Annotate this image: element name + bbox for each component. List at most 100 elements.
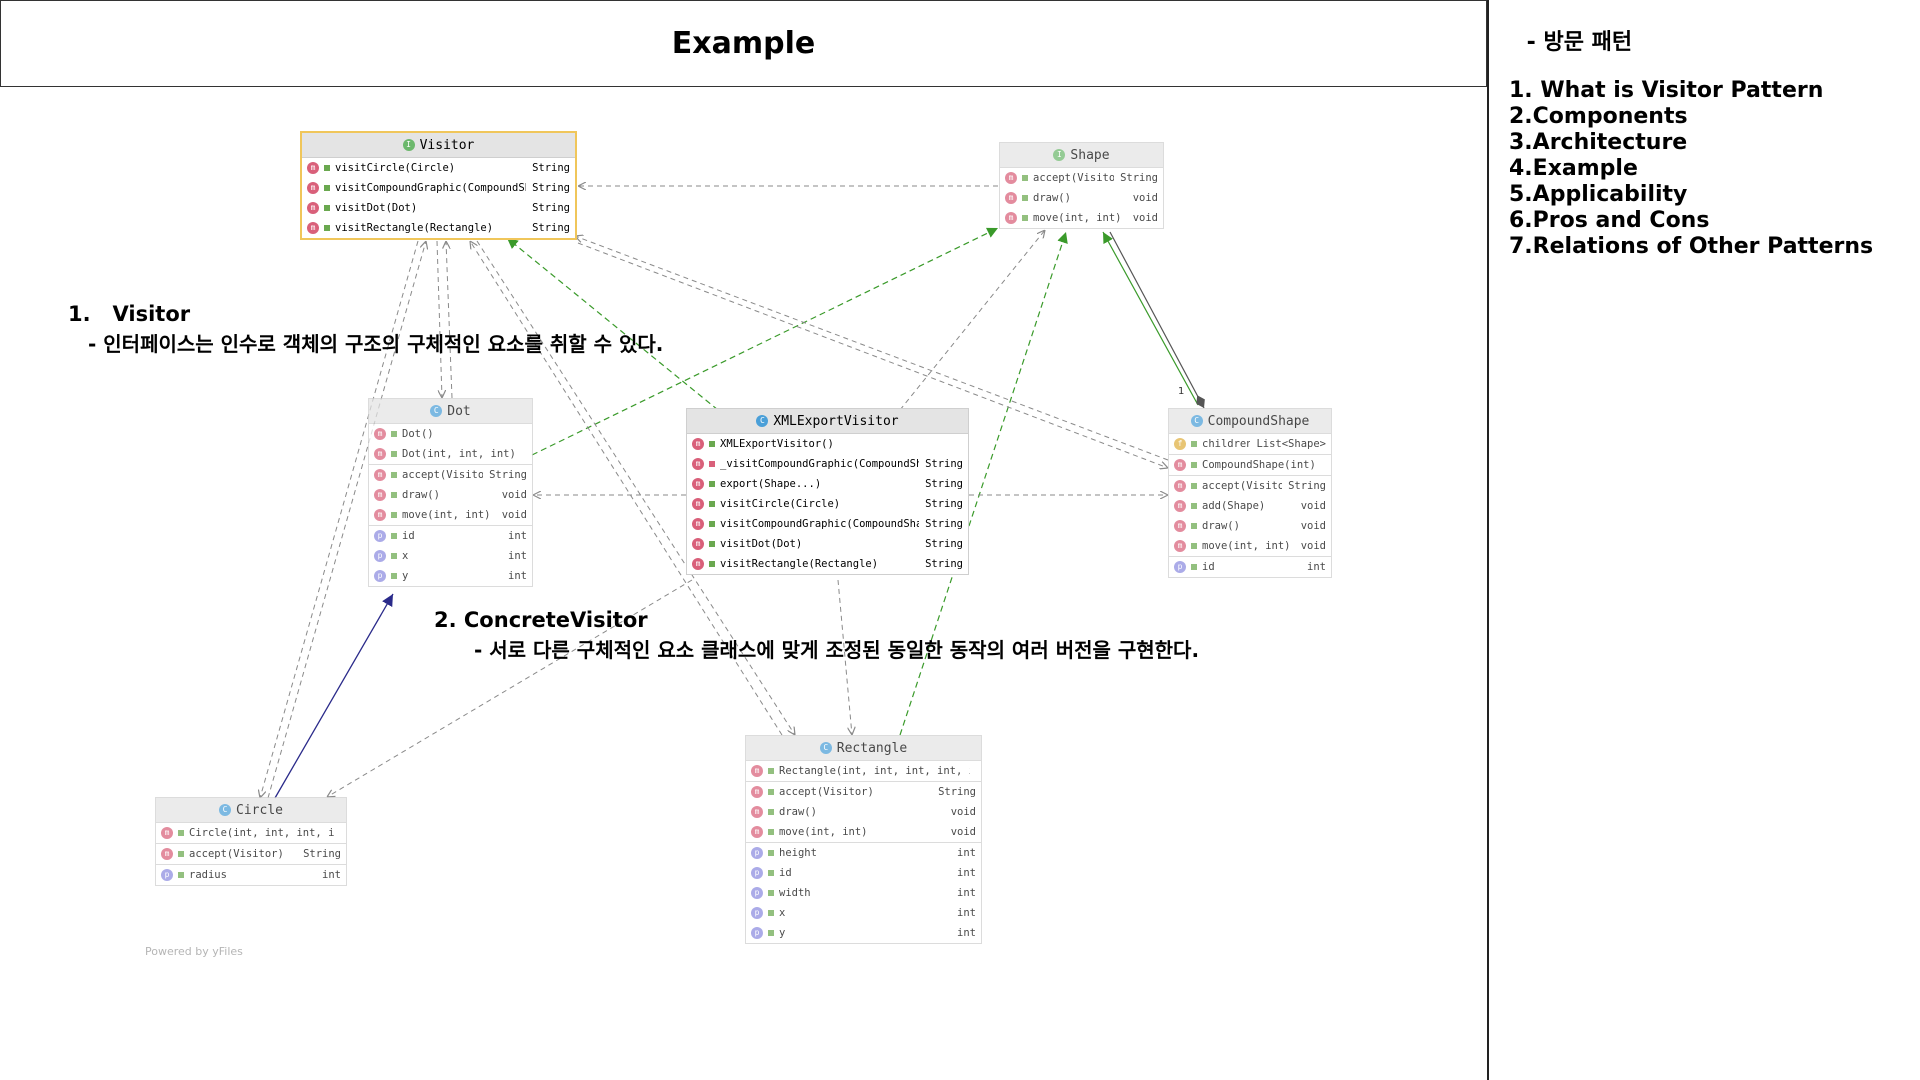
aggregation-line-compound-shape — [1109, 231, 1205, 409]
method-icon: m — [1005, 212, 1017, 224]
public-icon — [768, 910, 774, 916]
public-icon — [768, 930, 774, 936]
side-heading: - 방문 패턴 — [1519, 30, 1633, 55]
property-icon: p — [751, 867, 763, 879]
note-concrete-desc: - 서로 다른 구체적인 요소 클래스에 맞게 조정된 동일한 동작의 여러 버… — [474, 638, 1200, 662]
member-row: m_visitCompoundGraphic(CompoundShape)Str… — [687, 454, 968, 474]
realization-line-compound-shape — [1102, 231, 1199, 406]
class-icon: C — [430, 405, 443, 417]
class-icon: C — [819, 742, 832, 754]
public-icon — [324, 205, 330, 211]
watermark: Powered by yFiles — [145, 945, 243, 958]
method-icon: m — [751, 786, 763, 798]
public-icon — [709, 441, 715, 447]
side-panel: - 방문 패턴 1. What is Visitor Pattern 2.Com… — [1487, 0, 1920, 1080]
public-icon — [391, 573, 397, 579]
dependency-line-visitor-rectangle — [476, 240, 795, 735]
method-icon: m — [374, 489, 386, 501]
public-icon — [709, 561, 715, 567]
public-icon — [1191, 523, 1197, 529]
dependency-line-circle-visitor — [267, 241, 426, 799]
method-icon: m — [751, 806, 763, 818]
public-icon — [178, 830, 184, 836]
public-icon — [1022, 195, 1028, 201]
class-name: Circle — [236, 802, 283, 818]
method-icon: m — [307, 162, 319, 174]
public-icon — [391, 451, 397, 457]
public-icon — [709, 481, 715, 487]
dependency-line-xml-circle — [327, 579, 693, 797]
public-icon — [1191, 483, 1197, 489]
property-icon: p — [751, 847, 763, 859]
member-row: mvisitCompoundGraphic(CompoundShape)Stri… — [302, 178, 575, 198]
property-icon: p — [161, 869, 173, 881]
method-icon: m — [307, 202, 319, 214]
method-icon: m — [1005, 192, 1017, 204]
public-icon — [768, 829, 774, 835]
method-icon: m — [692, 518, 704, 530]
method-icon: m — [751, 765, 763, 777]
class-icon: C — [1190, 415, 1203, 427]
dependency-line-xml-rectangle — [837, 579, 852, 735]
dependency-line-visitor-circle — [260, 240, 419, 798]
class-name: Shape — [1070, 147, 1110, 163]
public-icon — [391, 512, 397, 518]
method-icon: m — [374, 428, 386, 440]
public-icon — [709, 521, 715, 527]
public-icon — [1191, 503, 1197, 509]
class-name: Rectangle — [836, 740, 908, 756]
class-name: Dot — [447, 403, 471, 419]
toc-item: 3.Architecture — [1509, 130, 1688, 155]
public-icon — [1191, 462, 1197, 468]
note-visitor-desc: - 인터페이스는 인수로 객체의 구조의 구체적인 요소를 취할 수 있다. — [88, 332, 664, 356]
realization-line-rectangle-shape — [899, 231, 1068, 736]
property-icon: p — [751, 927, 763, 939]
method-icon: m — [307, 182, 319, 194]
property-icon: p — [1174, 561, 1186, 573]
public-icon — [391, 472, 397, 478]
public-icon — [1022, 175, 1028, 181]
class-name: CompoundShape — [1207, 413, 1310, 429]
public-icon — [709, 501, 715, 507]
property-icon: p — [751, 907, 763, 919]
property-icon: p — [374, 550, 386, 562]
public-icon — [1191, 564, 1197, 570]
public-icon — [178, 851, 184, 857]
public-icon — [768, 768, 774, 774]
dependency-line-compound-visitor — [575, 236, 1169, 461]
dependency-line-visitor-dot — [436, 240, 442, 398]
title-bar: Example — [0, 0, 1487, 87]
realization-line-dot-shape — [531, 227, 999, 456]
public-icon — [1191, 441, 1197, 447]
public-icon — [391, 431, 397, 437]
method-icon: m — [1174, 480, 1186, 492]
property-icon: p — [374, 530, 386, 542]
